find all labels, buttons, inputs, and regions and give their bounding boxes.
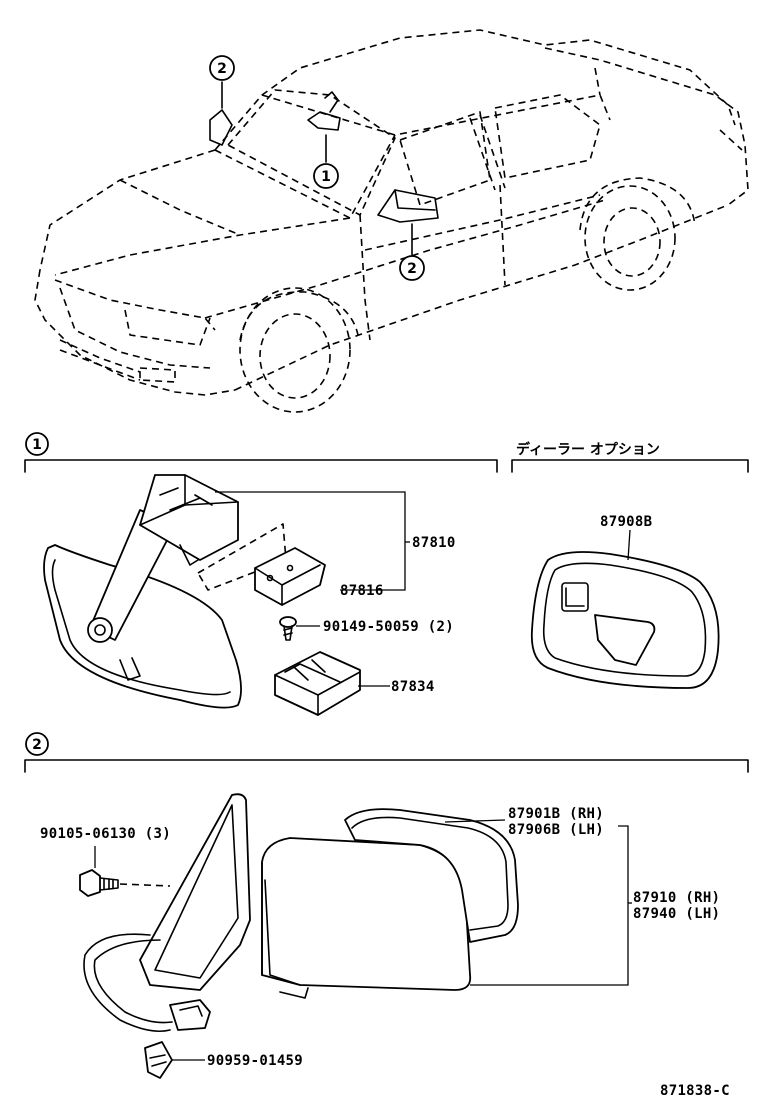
- label-87834: 87834: [391, 679, 435, 695]
- label-87816: 87816: [340, 583, 384, 599]
- callout-1-circle: [313, 163, 339, 189]
- callout-2-door-circle: [399, 255, 425, 281]
- part-90149-screw: [279, 616, 297, 641]
- part-87834-holder: [274, 651, 361, 716]
- callout-2-top: 2: [217, 61, 227, 77]
- label-90959: 90959-01459: [207, 1053, 303, 1069]
- label-90149: 90149-50059 (2): [323, 619, 454, 635]
- diagram-code: 871838-C: [660, 1083, 730, 1099]
- part-90105-bolt: [79, 869, 119, 897]
- label-87940: 87940 (LH): [633, 906, 720, 922]
- door-mirror-assembly: [79, 793, 519, 1079]
- label-87810: 87810: [412, 535, 456, 551]
- part-87908B-mirror: 87908B: [530, 514, 720, 689]
- car-illustration: 2 1 2: [34, 29, 749, 413]
- part-87816-clip: [254, 547, 326, 606]
- callout-1: 1: [321, 169, 331, 185]
- callout-2-top-circle: [209, 55, 235, 81]
- section-1-labels: 87810 87816 90149-50059 (2) 87834: [215, 491, 456, 695]
- section-1-header: 1 ディーラー オプション: [24, 432, 749, 473]
- section-1-marker: 1: [32, 437, 42, 453]
- callout-2-door: 2: [407, 261, 417, 277]
- section-2-header: 2: [24, 732, 749, 773]
- interior-mirror-assembly: [43, 474, 287, 709]
- section-2-marker: 2: [32, 737, 42, 753]
- label-87901B: 87901B (RH): [508, 806, 604, 822]
- dealer-option-label: ディーラー オプション: [516, 441, 660, 458]
- section-2-labels: 90105-06130 (3) 87901B (RH) 87906B (LH) …: [40, 806, 720, 1069]
- label-90105: 90105-06130 (3): [40, 826, 171, 842]
- label-87906B: 87906B (LH): [508, 822, 604, 838]
- label-87910: 87910 (RH): [633, 890, 720, 906]
- label-87908B: 87908B: [600, 514, 652, 530]
